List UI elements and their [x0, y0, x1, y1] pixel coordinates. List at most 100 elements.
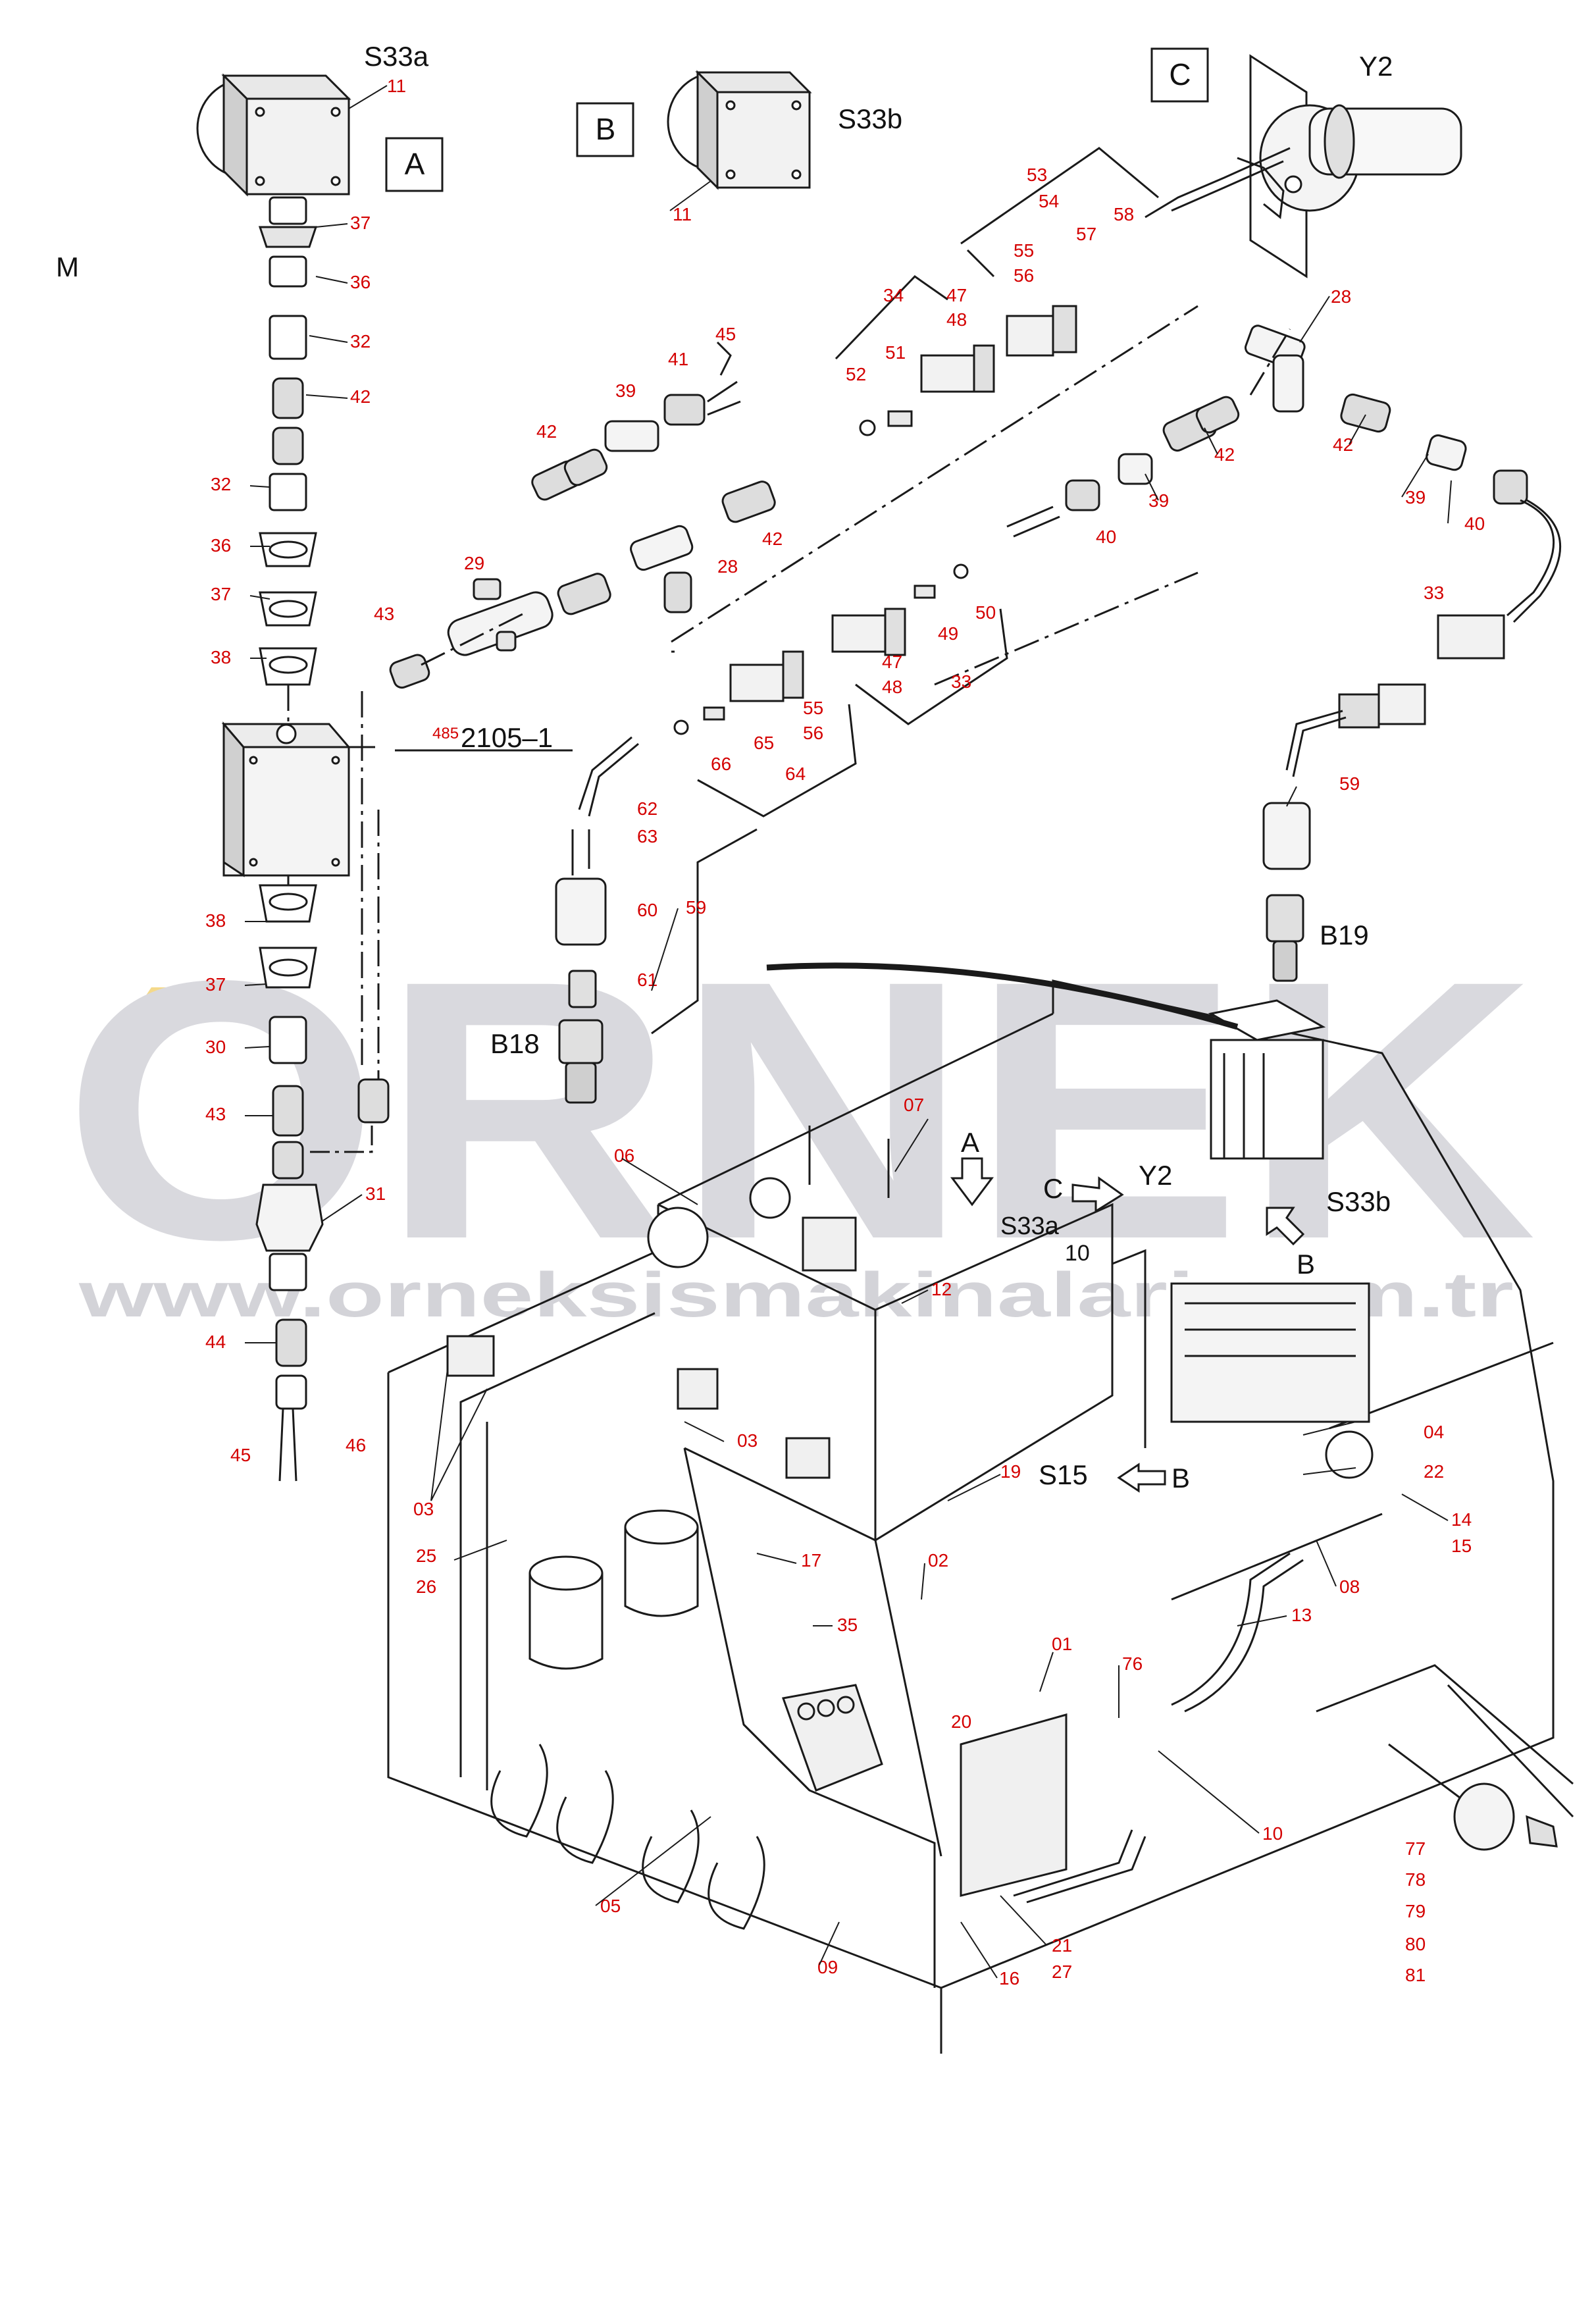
view-box-c: [1150, 47, 1209, 103]
black-labels: M A B C S33a S33b Y2 B19 B18 2105–1 A S3…: [56, 41, 1393, 1494]
part-number: 45: [230, 1445, 251, 1465]
part-number: 80: [1405, 1934, 1426, 1954]
part-number: 78: [1405, 1869, 1426, 1890]
part-number: 54: [1039, 191, 1059, 211]
sensor-b18-icon: [555, 736, 639, 1104]
part-number: 47: [946, 285, 967, 305]
view-label-b: B: [596, 112, 616, 146]
part-number: 59: [686, 897, 706, 918]
control-panel: [781, 1684, 883, 1792]
leader-lines: [244, 85, 1452, 1979]
part-number: 37: [205, 974, 226, 995]
label-s33b-top: S33b: [838, 103, 902, 134]
detail-a-guide-line: [287, 685, 380, 1101]
label-s33b-main: S33b: [1326, 1186, 1391, 1217]
part-number: 13: [1291, 1605, 1312, 1625]
part-number: 03: [413, 1499, 434, 1519]
detail-a-exploded-stack: [196, 73, 573, 1482]
part-number: 01: [1052, 1634, 1072, 1654]
bracket-53-54: [960, 147, 1159, 278]
part-number: 12: [931, 1279, 952, 1299]
bracket-59a: [651, 828, 758, 1035]
part-number: 57: [1076, 224, 1096, 244]
part-number: 66: [711, 754, 731, 774]
label-b-arrow-2: B: [1171, 1463, 1190, 1494]
part-number: 55: [1014, 240, 1034, 261]
part-number: 30: [205, 1037, 226, 1057]
label-s33a-main: S33a: [1000, 1212, 1060, 1240]
label-c-arrow: C: [1043, 1173, 1063, 1204]
part-number: 22: [1424, 1461, 1444, 1482]
part-number: 59: [1339, 773, 1360, 794]
harness-guide-line: [421, 305, 1291, 686]
part-number: 43: [205, 1104, 226, 1124]
part-number: 81: [1405, 1965, 1426, 1985]
part-number: 64: [785, 764, 806, 784]
switch-s33a-icon: [196, 73, 351, 197]
part-number: 42: [350, 386, 371, 407]
harness-upper-detail: [389, 147, 1561, 1104]
part-number: 48: [946, 309, 967, 330]
part-number: 52: [846, 364, 866, 384]
part-number: 37: [211, 584, 231, 604]
part-number: 02: [928, 1550, 948, 1571]
part-number: 14: [1451, 1509, 1472, 1530]
engine-block: [1170, 1282, 1374, 1479]
part-number: 56: [1014, 265, 1034, 286]
part-number: 21: [1052, 1935, 1072, 1956]
part-number: 42: [762, 529, 783, 549]
part-number: 43: [374, 604, 394, 624]
arrow-a-icon: [950, 1157, 994, 1207]
label-y2-top: Y2: [1359, 51, 1393, 82]
label-s15: S15: [1039, 1459, 1088, 1490]
part-number: 485: [432, 725, 459, 742]
part-number: 65: [754, 733, 774, 753]
part-number: 19: [1000, 1461, 1021, 1482]
view-label-c: C: [1169, 57, 1191, 91]
switch-s33b-icon: [667, 70, 812, 190]
part-number: 11: [673, 204, 692, 224]
part-number: 36: [350, 272, 371, 292]
label-y2-main: Y2: [1139, 1160, 1172, 1191]
part-number-labels: 11 11 37 36 32 42 32 36 37 38 38 37 30 4…: [205, 76, 1485, 1988]
part-number: 33: [951, 671, 971, 692]
part-number: 26: [416, 1576, 436, 1597]
arrow-c-icon: [1071, 1176, 1124, 1213]
solenoid-y2-icon: [1145, 54, 1462, 278]
part-number: 48: [882, 677, 902, 697]
part-number: 58: [1114, 204, 1134, 224]
part-number: 41: [668, 349, 688, 369]
part-number: 39: [1405, 487, 1426, 507]
tee-fitting-28-right: [1244, 325, 1306, 413]
part-number: 53: [1027, 165, 1047, 185]
part-number: 28: [717, 556, 738, 577]
part-number: 42: [1333, 434, 1353, 455]
cable-33-59: [1506, 499, 1561, 623]
part-number: 56: [803, 723, 823, 743]
housing-block-icon: [221, 721, 351, 877]
part-number: 38: [211, 647, 231, 667]
part-number: 31: [365, 1183, 386, 1204]
part-number: 15: [1451, 1536, 1472, 1556]
label-b19: B19: [1320, 920, 1369, 950]
view-box-a: [385, 137, 444, 192]
part-number: 55: [803, 698, 823, 718]
part-number: 45: [715, 324, 736, 344]
fitting-29: [447, 578, 553, 656]
arrow-b-lower-icon: [1117, 1463, 1166, 1493]
part-number: 40: [1096, 527, 1116, 547]
part-number: 11: [387, 76, 406, 96]
part-number: 77: [1405, 1838, 1426, 1859]
part-number: 08: [1339, 1576, 1360, 1597]
bracket-64: [697, 704, 857, 818]
label-b-arrow-1: B: [1297, 1249, 1315, 1280]
bracket-33: [855, 608, 1008, 725]
part-number: 42: [536, 421, 557, 442]
part-number: 50: [975, 602, 996, 623]
part-number: 62: [637, 798, 657, 819]
part-number: 60: [637, 900, 657, 920]
fitting-stack-upper-icon: [258, 196, 318, 686]
arrow-b-upper-icon: [1266, 1207, 1305, 1246]
pin-assembly-77-81: [1388, 1743, 1558, 1851]
cable-fitting-39-41: [604, 380, 741, 452]
